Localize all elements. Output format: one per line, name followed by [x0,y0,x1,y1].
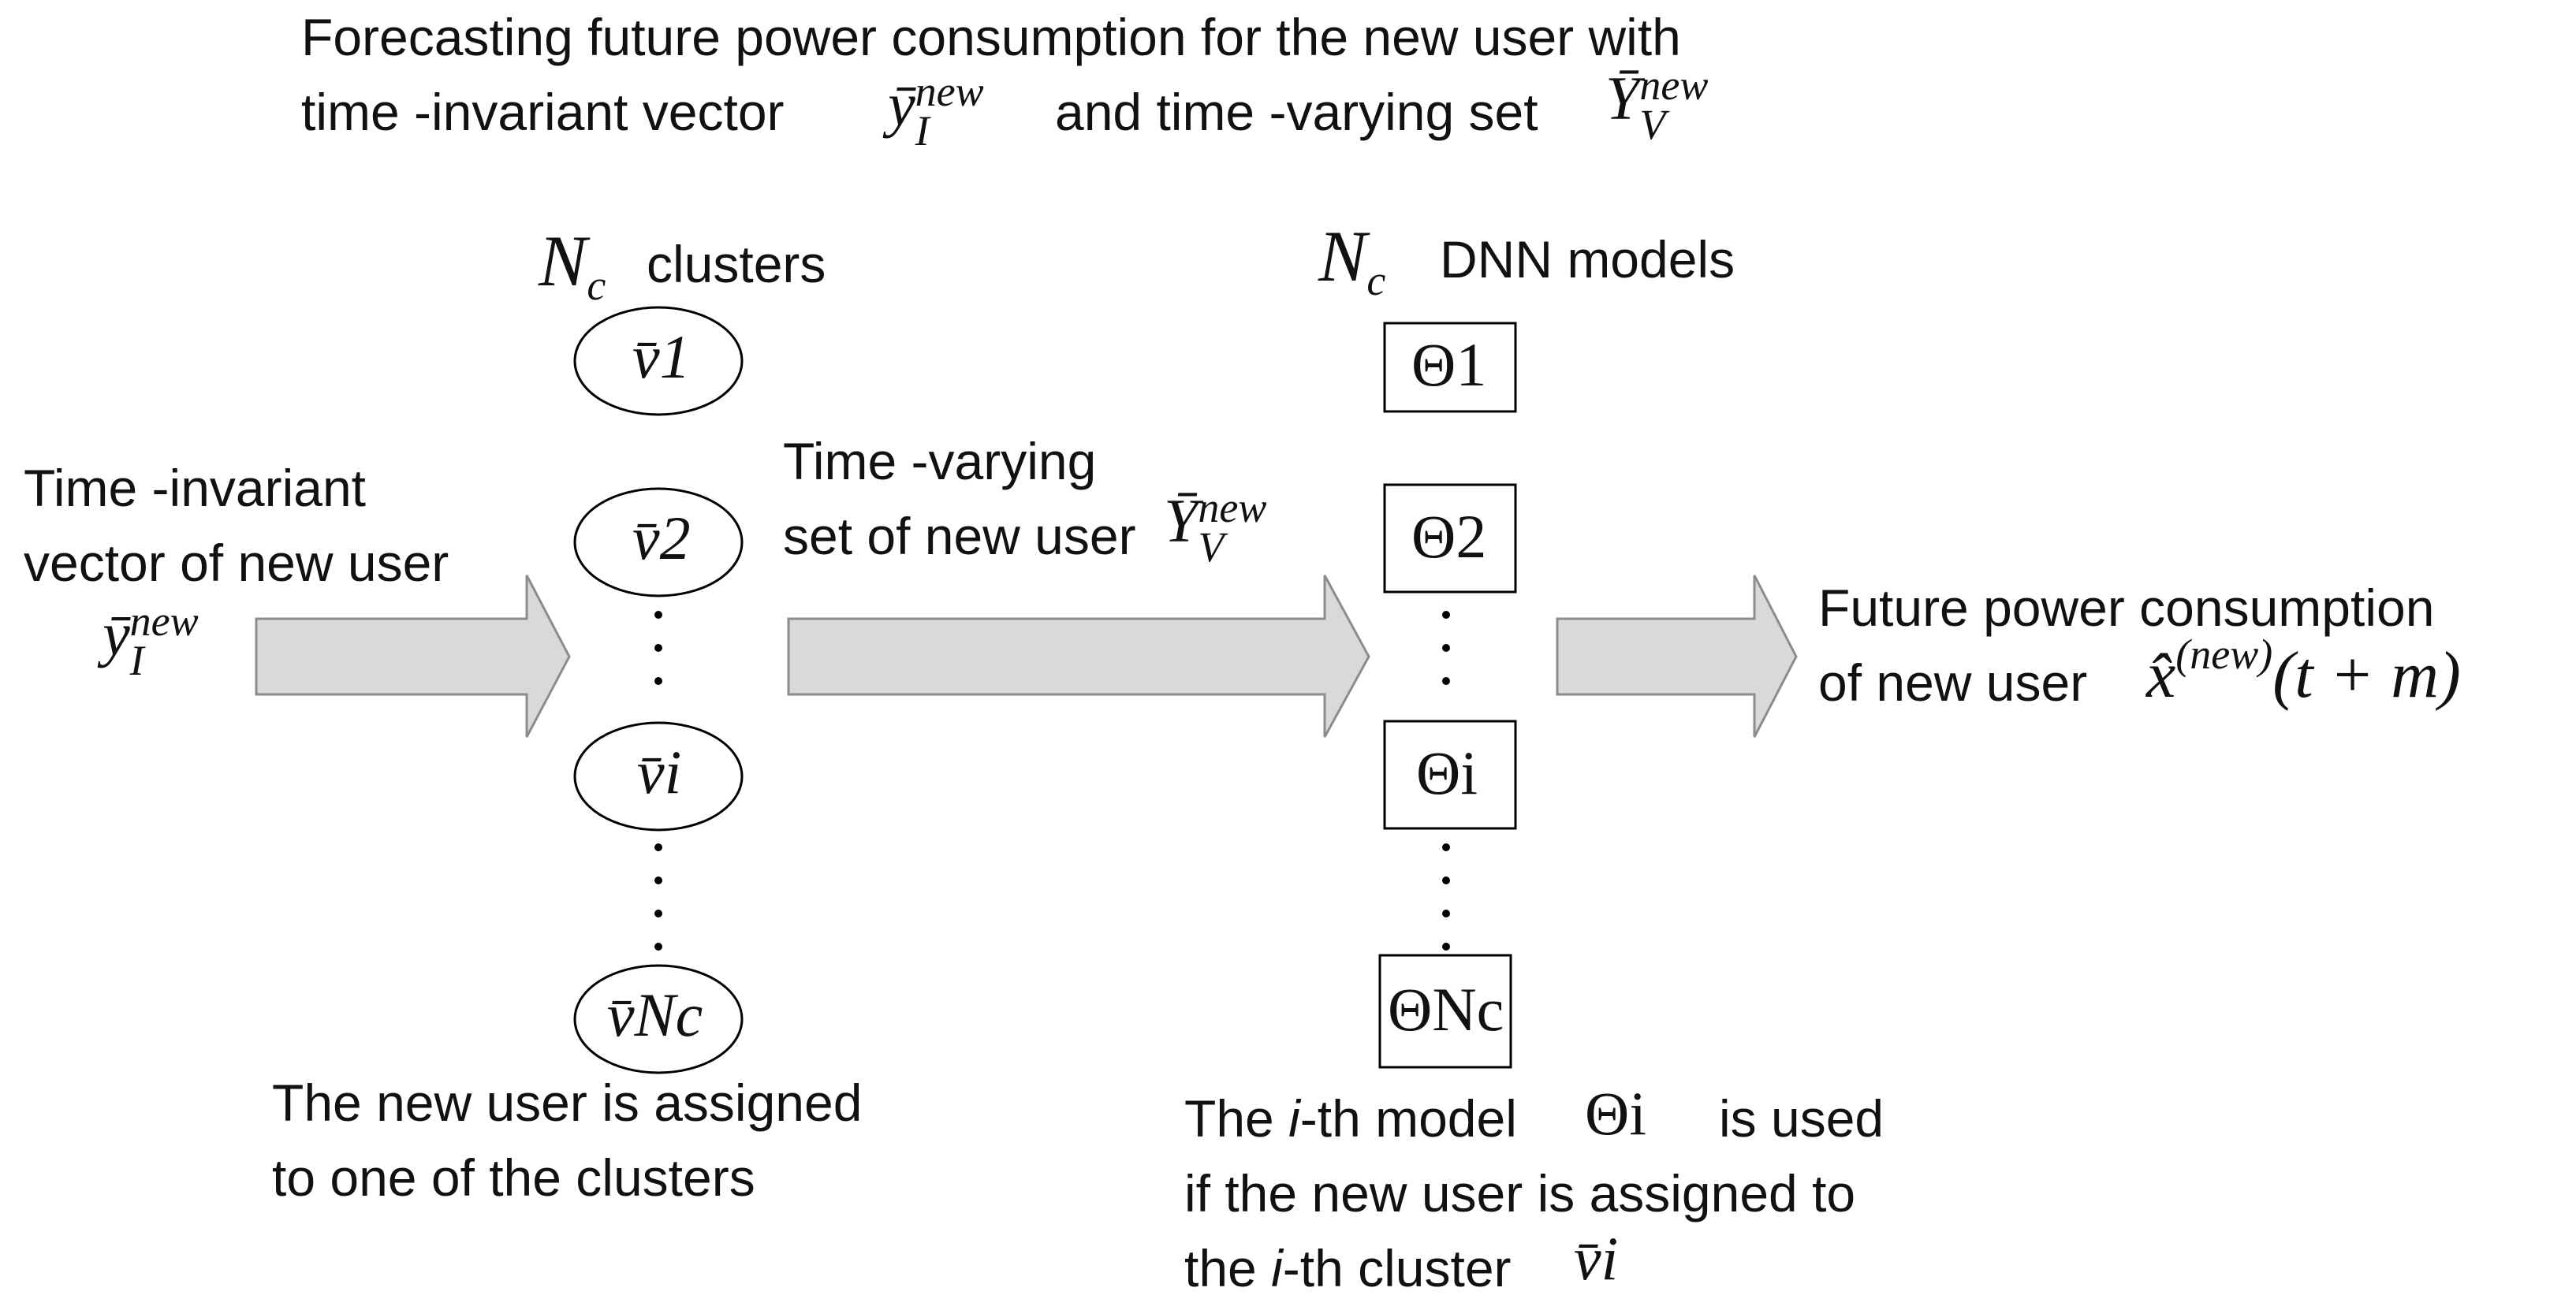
model-box-nc [1378,954,1512,1069]
models-count: Nc [1318,214,1385,304]
N-symbol: N [1318,216,1367,296]
y-bar-symbol: ȳ [888,70,915,139]
caption-right-line-1c: is used [1719,1089,1884,1148]
model-label-i: Θi [1416,739,1478,807]
caption-left-line-1: The new user is assigned [272,1074,863,1132]
model-label-nc: ΘNc [1388,975,1504,1044]
sub-c: c [587,262,606,309]
caption-right-line-1: The i-th model [1184,1089,1517,1148]
model-label-2: Θ2 [1411,502,1487,571]
header-line-1: Forecasting future power consumption for… [301,8,1681,66]
cluster-ellipse-2 [573,487,744,597]
sub-c: c [1366,257,1386,304]
model-label-1: Θ1 [1411,330,1487,399]
arrow-left [255,575,571,738]
header-line-2a: time -invariant vector [301,83,785,141]
right-label-forecast: x̂(new)(t + m) [2146,631,2461,712]
caption-right-line-3: the i-th cluster [1184,1239,1512,1297]
cluster-ellipse-nc [573,964,744,1074]
arrow-middle [787,575,1370,738]
left-label-line-2: vector of new user [24,534,449,592]
sup-new: new [915,68,984,116]
clusters-count: Nc [539,219,606,309]
arrow-right [1556,575,1798,738]
cluster-dots [654,611,662,951]
sup-new: new [1639,61,1709,110]
sub-V: V [1639,101,1666,149]
model-box-2 [1383,483,1517,594]
left-label-line-1: Time -invariant [24,459,366,517]
right-label-line-1: Future power consumption [1818,579,2435,637]
caption-right-line-2: if the new user is assigned to [1184,1164,1856,1223]
cluster-label-i: v̄i [637,738,682,806]
cluster-ellipse-1 [573,306,744,416]
header-line-2b: and time -varying set [1055,83,1538,141]
cluster-label-2: v̄2 [632,504,691,572]
caption-right-v-i: v̄i [1574,1224,1619,1293]
models-title: DNN models [1440,230,1735,288]
caption-left-line-2: to one of the clusters [272,1148,755,1207]
cluster-label-nc: v̄Nc [607,981,703,1049]
model-dots [1442,611,1450,951]
N-symbol: N [539,221,587,301]
clusters-title: clusters [647,235,826,293]
caption-right-theta-i: Θi [1585,1079,1646,1148]
middle-label-line-2: set of new user [783,507,1136,565]
cluster-label-1: v̄1 [632,322,691,391]
model-box-i [1383,720,1517,830]
sub-I: I [915,107,930,155]
middle-label-line-1: Time -varying [783,432,1097,490]
cluster-ellipse-i [573,721,744,832]
Y-bar-symbol: Ȳ [1605,64,1640,132]
model-box-1 [1383,322,1517,413]
right-label-line-2: of new user [1818,653,2088,712]
